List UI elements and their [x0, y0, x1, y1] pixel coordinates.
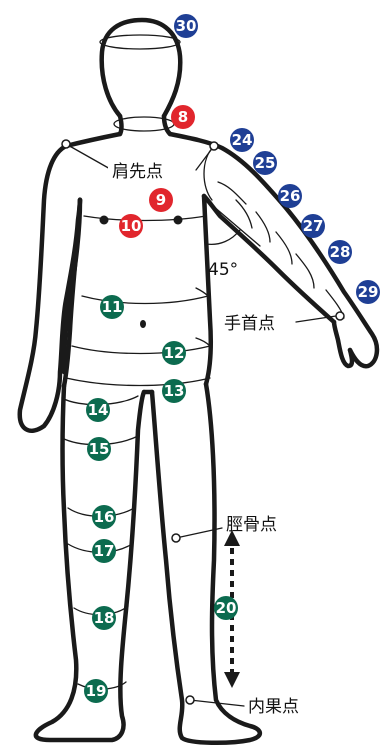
marker-14: 14	[86, 398, 110, 422]
upper-hip-line	[66, 378, 210, 386]
marker-13-number: 13	[164, 382, 185, 400]
shoulder-point-left	[62, 140, 70, 148]
arm-line-25	[236, 200, 252, 228]
marker-29-number: 29	[358, 283, 379, 301]
armhole-line	[204, 146, 214, 200]
angle-diagonal-line	[206, 200, 260, 246]
marker-17: 17	[92, 539, 116, 563]
marker-18-number: 18	[94, 609, 115, 627]
marker-27-number: 27	[303, 217, 324, 235]
marker-25-number: 25	[255, 154, 276, 172]
marker-26: 26	[278, 184, 302, 208]
marker-17-number: 17	[94, 542, 115, 560]
right-hand	[334, 322, 352, 366]
shoulder-label-line-left	[66, 144, 112, 170]
marker-15: 15	[87, 437, 111, 461]
marker-15-number: 15	[89, 440, 110, 458]
arm-line-28	[296, 254, 314, 288]
arm-line-26	[256, 212, 270, 242]
shoulder-point-label: 肩先点	[112, 162, 163, 182]
shoulder-point-right	[210, 142, 218, 150]
marker-24-number: 24	[232, 131, 253, 149]
angle-label: 45°	[208, 260, 238, 280]
marker-12: 12	[162, 341, 186, 365]
torso-right-side	[204, 196, 211, 384]
inner-ankle-point	[186, 696, 194, 704]
marker-10-number: 10	[121, 217, 142, 235]
wrist-point-label: 手首点	[224, 314, 275, 334]
marker-20-number: 20	[216, 599, 237, 617]
marker-14-number: 14	[88, 401, 109, 419]
marker-24: 24	[230, 128, 254, 152]
right-leg-outline	[152, 384, 260, 743]
marker-26-number: 26	[280, 187, 301, 205]
body-outline	[20, 20, 377, 743]
tibia-point-label: 脛骨点	[226, 515, 277, 535]
marker-27: 27	[301, 214, 325, 238]
arrow-head-down	[224, 672, 240, 688]
marker-28-number: 28	[330, 243, 351, 261]
arm-line-24	[218, 182, 246, 204]
neck-left	[120, 116, 122, 134]
marker-20: 20	[214, 596, 238, 620]
inner-ankle-point-label: 内果点	[248, 697, 299, 717]
marker-16: 16	[92, 505, 116, 529]
marker-25: 25	[253, 151, 277, 175]
marker-9: 9	[149, 188, 173, 212]
chest-point-left	[100, 216, 109, 225]
hip-line	[72, 338, 210, 354]
marker-30-number: 30	[176, 17, 197, 35]
marker-30: 30	[174, 14, 198, 38]
chest-point-right	[174, 216, 183, 225]
wrist-point	[336, 312, 344, 320]
marker-19: 19	[84, 679, 108, 703]
marker-13: 13	[162, 379, 186, 403]
marker-8: 8	[171, 105, 195, 129]
left-arm-outline	[20, 134, 120, 431]
marker-8-number: 8	[178, 108, 188, 126]
navel	[140, 320, 146, 328]
head-circumference-line	[100, 35, 180, 49]
marker-16-number: 16	[94, 508, 115, 526]
marker-11-number: 11	[102, 298, 123, 316]
arm-line-27	[276, 232, 292, 264]
marker-18: 18	[92, 606, 116, 630]
marker-29: 29	[356, 280, 380, 304]
marker-11: 11	[100, 295, 124, 319]
marker-9-number: 9	[156, 191, 166, 209]
tibia-point	[172, 534, 180, 542]
marker-12-number: 12	[164, 344, 185, 362]
marker-10: 10	[119, 214, 143, 238]
marker-28: 28	[328, 240, 352, 264]
marker-19-number: 19	[86, 682, 107, 700]
